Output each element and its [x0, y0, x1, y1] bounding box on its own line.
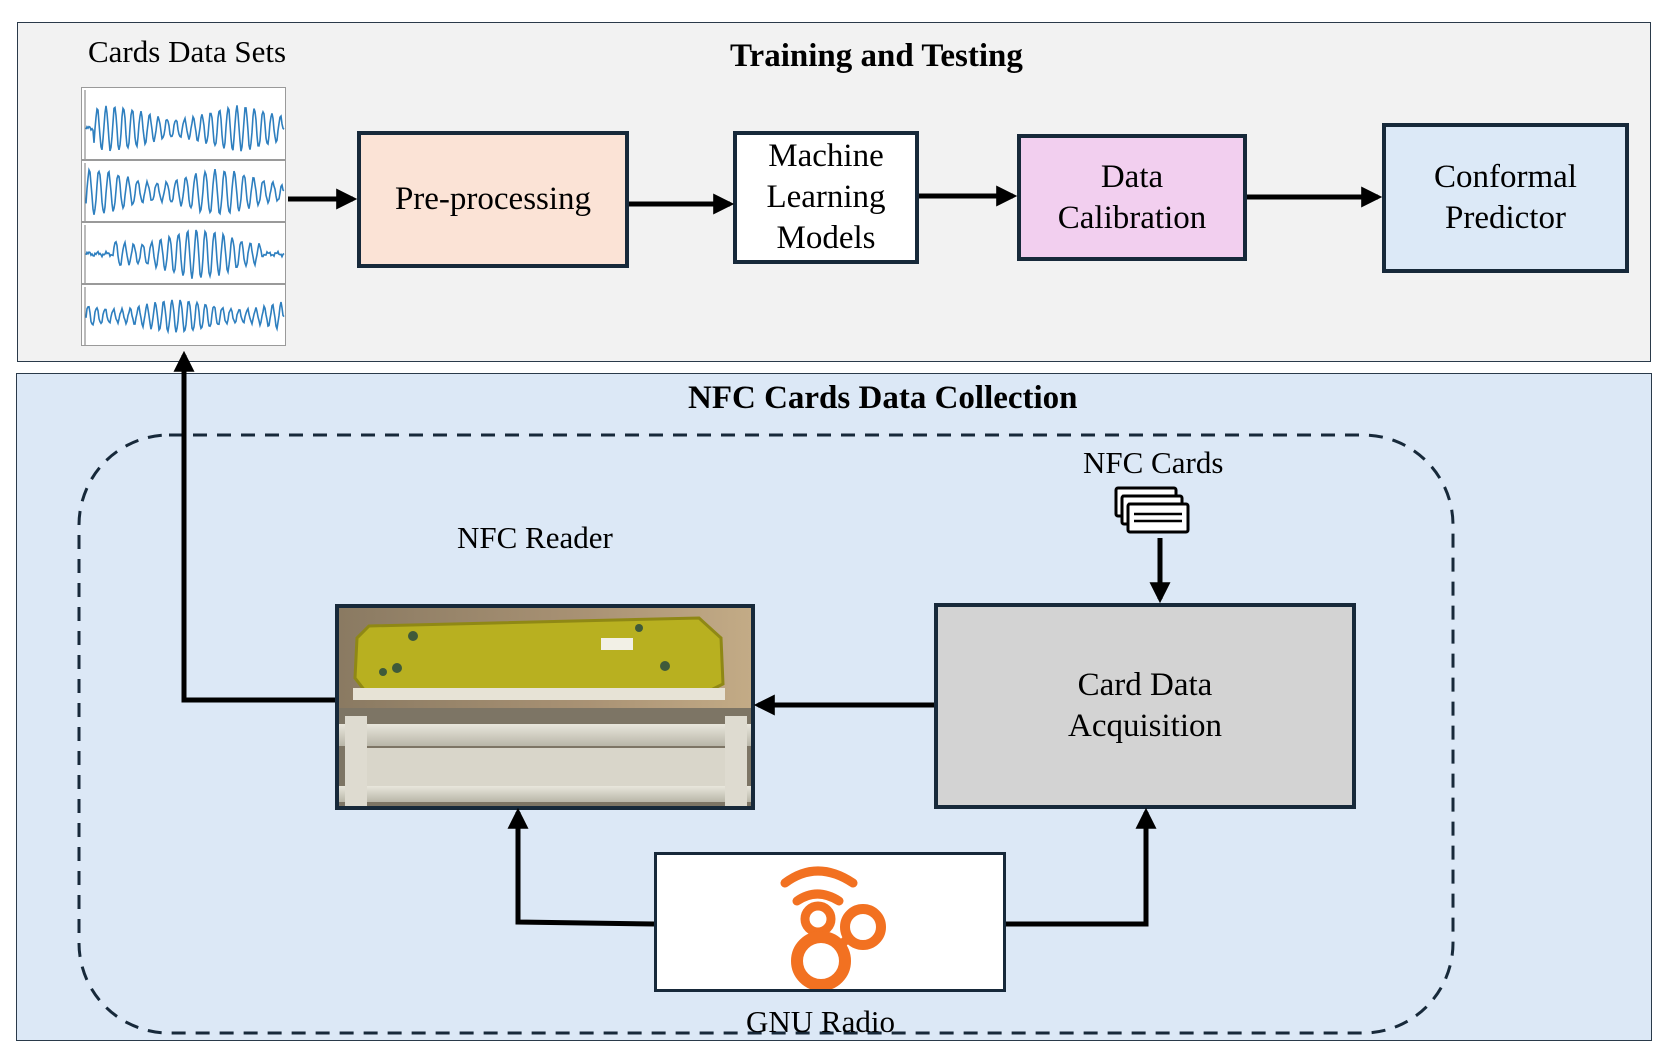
training-testing-title: Training and Testing: [730, 38, 1023, 74]
ml-models-label: Machine Learning Models: [766, 138, 886, 256]
card-data-acquisition-label: Card Data Acquisition: [1068, 667, 1222, 744]
waveform-plot-3: [81, 222, 286, 284]
waveform-plot-1: [81, 87, 286, 160]
data-collection-title: NFC Cards Data Collection: [688, 380, 1078, 416]
gnu-radio-label: GNU Radio: [746, 1004, 895, 1039]
stacked-cards-icon: [1114, 486, 1190, 534]
nfc-cards-label: NFC Cards: [1083, 445, 1224, 480]
nfc-reader-label: NFC Reader: [457, 520, 613, 555]
preprocessing-label: Pre-processing: [394, 181, 592, 217]
nfc-reader-photo: [335, 604, 755, 810]
data-calibration-box: Data Calibration: [1017, 134, 1247, 261]
waveform-plot-2: [81, 160, 286, 222]
data-calibration-label: Data Calibration: [1057, 158, 1207, 236]
preprocessing-box: Pre-processing: [357, 131, 629, 268]
card-data-acquisition-box: Card Data Acquisition: [934, 603, 1356, 809]
conformal-predictor-label: Conformal Predictor: [1434, 159, 1577, 236]
gnu-radio-logo: [780, 866, 886, 991]
cards-datasets-label: Cards Data Sets: [88, 34, 287, 69]
gnu-radio-box: [654, 852, 1006, 992]
ml-models-box: Machine Learning Models: [733, 131, 919, 264]
conformal-predictor-box: Conformal Predictor: [1382, 123, 1629, 273]
waveform-plot-4: [81, 284, 286, 346]
